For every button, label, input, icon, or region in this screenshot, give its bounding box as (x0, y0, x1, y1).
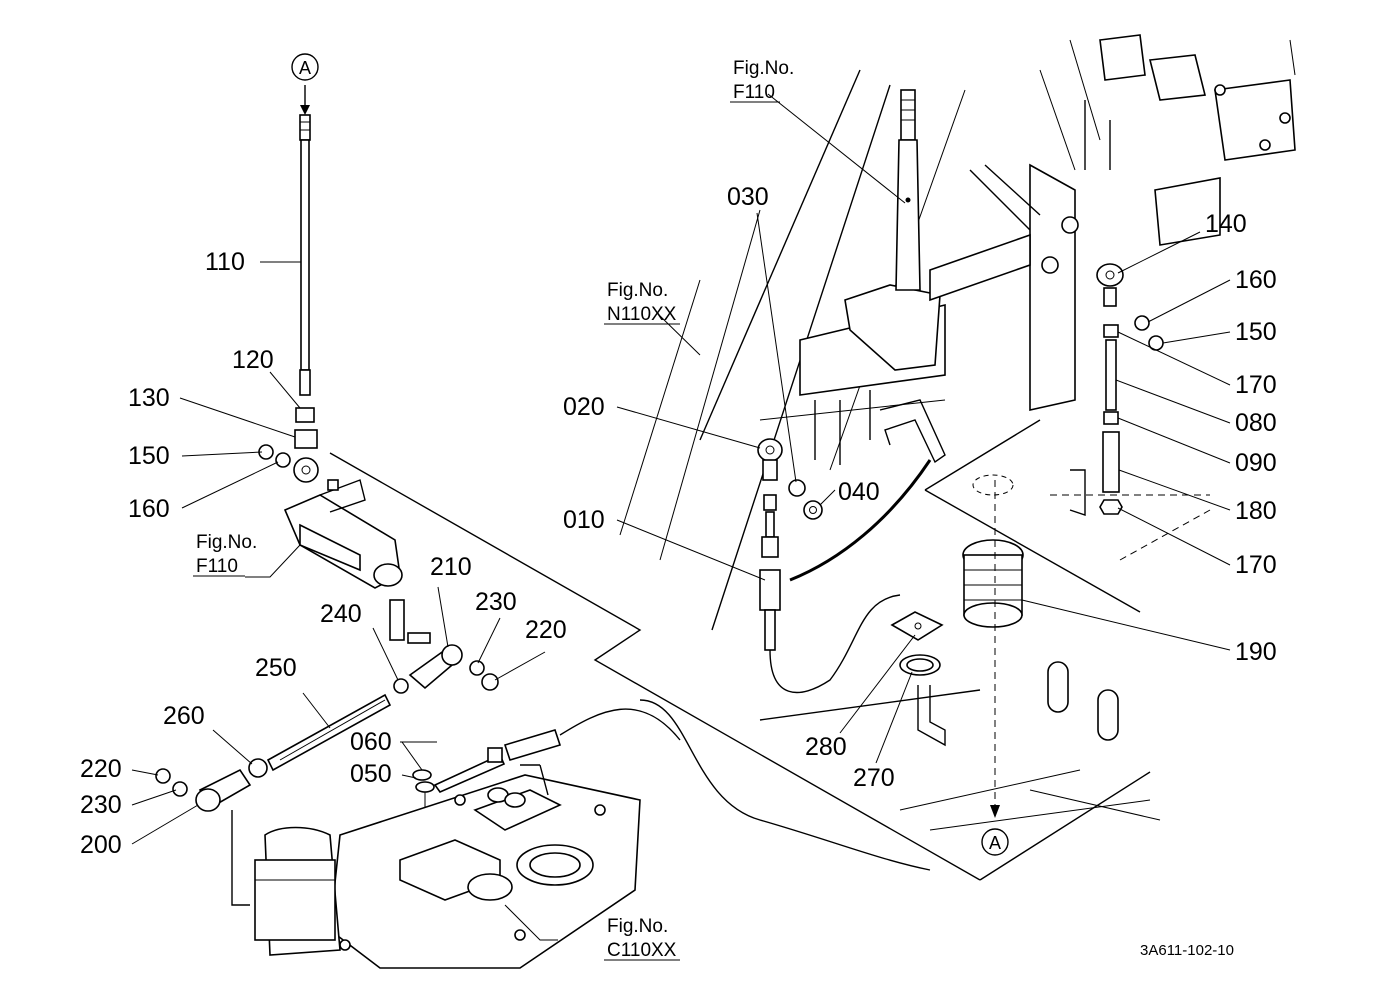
chassis-outline (329, 69, 1161, 881)
callout-marker-bottom: A (981, 828, 1009, 856)
part-label: 220 (80, 755, 122, 783)
part-label: 040 (838, 478, 880, 506)
part-label: 240 (320, 600, 362, 628)
part-label: 150 (1235, 318, 1277, 346)
part-label: 200 (80, 831, 122, 859)
part-label: 130 (128, 384, 170, 412)
part-label: 270 (853, 764, 895, 792)
part-label: 010 (563, 506, 605, 534)
part-label: 050 (350, 760, 392, 788)
part-label: 090 (1235, 449, 1277, 477)
part-label: 030 (727, 183, 769, 211)
figure-ref-prefix: Fig.No. (733, 58, 794, 79)
part-label: 080 (1235, 409, 1277, 437)
figure-refs: Fig.No. F110 Fig.No. N110XX Fig.No. F110… (193, 58, 794, 961)
figure-ref-number: F110 (733, 82, 775, 103)
console-bracket (759, 284, 946, 465)
right-frame (929, 34, 1296, 411)
figure-ref-number: F110 (196, 556, 238, 577)
left-lever-bracket (283, 479, 431, 644)
transmission-housing (231, 764, 641, 969)
leader-lines (131, 93, 1231, 941)
callout-marker-top: A (291, 53, 319, 81)
figure-ref-number: N110XX (607, 304, 677, 325)
part-label: 230 (80, 791, 122, 819)
part-label: 170 (1235, 371, 1277, 399)
figure-ref-prefix: Fig.No. (607, 916, 668, 937)
part-label: 160 (1235, 266, 1277, 294)
shift-lever (895, 89, 921, 291)
control-cable (412, 708, 681, 850)
part-label: 260 (163, 702, 205, 730)
part-label: 210 (430, 553, 472, 581)
part-label: 140 (1205, 210, 1247, 238)
figure-ref-prefix: Fig.No. (196, 532, 257, 553)
drawing-number: 3A611-102-10 (1140, 942, 1234, 959)
floor-details (1047, 469, 1211, 741)
part-label: 230 (475, 588, 517, 616)
part-label: 280 (805, 733, 847, 761)
left-linkage (155, 644, 499, 812)
part-label: 190 (1235, 638, 1277, 666)
part-label: 120 (232, 346, 274, 374)
right-rod-assembly (1096, 263, 1164, 515)
part-label: 250 (255, 654, 297, 682)
part-label: 060 (350, 728, 392, 756)
part-label: 110 (205, 248, 245, 276)
callout-marker-label: A (989, 833, 1001, 853)
alignment-line (990, 480, 1000, 818)
boot-and-seal (890, 474, 1024, 747)
part-labels: 110 120 130 150 160 210 240 230 220 250 … (80, 183, 1277, 859)
part-label: 150 (128, 442, 170, 470)
part-label: 020 (563, 393, 605, 421)
left-rod-assembly (258, 85, 319, 483)
part-label: 160 (128, 495, 170, 523)
callout-marker-label: A (299, 58, 311, 78)
part-label: 220 (525, 616, 567, 644)
figure-ref-prefix: Fig.No. (607, 280, 668, 301)
figure-ref-number: C110XX (607, 940, 677, 961)
part-label: 180 (1235, 497, 1277, 525)
part-label: 170 (1235, 551, 1277, 579)
